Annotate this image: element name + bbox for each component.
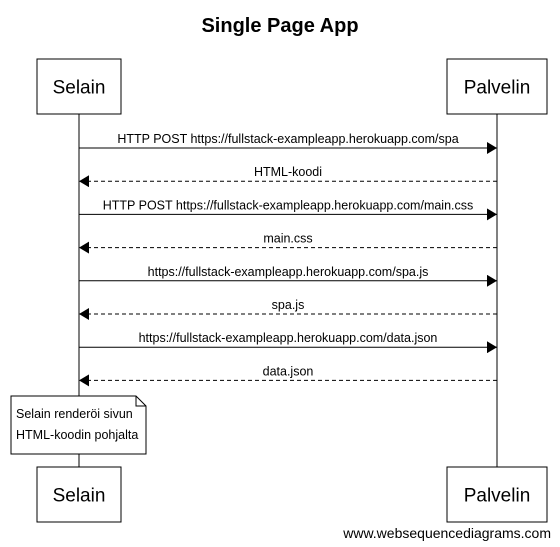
message-label: spa.js (272, 298, 305, 312)
actor-box (446, 466, 548, 523)
message-8: data.json (79, 364, 497, 387)
watermark: www.websequencediagrams.com (342, 525, 551, 541)
note-box (10, 395, 147, 455)
message-1: HTTP POST https://fullstack-exampleapp.h… (79, 132, 497, 154)
diagram-title: Single Page App (201, 15, 358, 37)
message-7: https://fullstack-exampleapp.herokuapp.c… (79, 331, 497, 354)
actor-box (446, 58, 548, 115)
message-label: HTTP POST https://fullstack-exampleapp.h… (103, 198, 474, 212)
message-3: HTTP POST https://fullstack-exampleapp.h… (79, 198, 497, 221)
message-label: https://fullstack-exampleapp.herokuapp.c… (148, 265, 429, 279)
actor-palvelin-bottom: Palvelin (446, 466, 548, 523)
message-6: spa.js (79, 298, 497, 320)
note-fold (135, 396, 146, 407)
note-line: HTML-koodin pohjalta (16, 428, 138, 442)
actor-label: Selain (53, 486, 106, 507)
actor-box (36, 466, 122, 523)
message-label: HTML-koodi (254, 165, 322, 179)
message-label: main.css (263, 232, 312, 246)
note-line: Selain renderöi sivun (16, 407, 133, 421)
actor-palvelin-top: Palvelin (446, 58, 548, 115)
message-label: HTTP POST https://fullstack-exampleapp.h… (117, 132, 458, 146)
actor-label: Selain (53, 78, 106, 99)
message-5: https://fullstack-exampleapp.herokuapp.c… (79, 265, 497, 287)
actor-box (36, 58, 122, 115)
actor-label: Palvelin (464, 78, 531, 99)
actor-selain-top: Selain (36, 58, 122, 115)
actor-selain-bottom: Selain (36, 466, 122, 523)
message-label: https://fullstack-exampleapp.herokuapp.c… (139, 331, 438, 345)
message-2: HTML-koodi (79, 165, 497, 188)
actor-label: Palvelin (464, 486, 531, 507)
message-label: data.json (263, 364, 314, 378)
message-4: main.css (79, 232, 497, 254)
